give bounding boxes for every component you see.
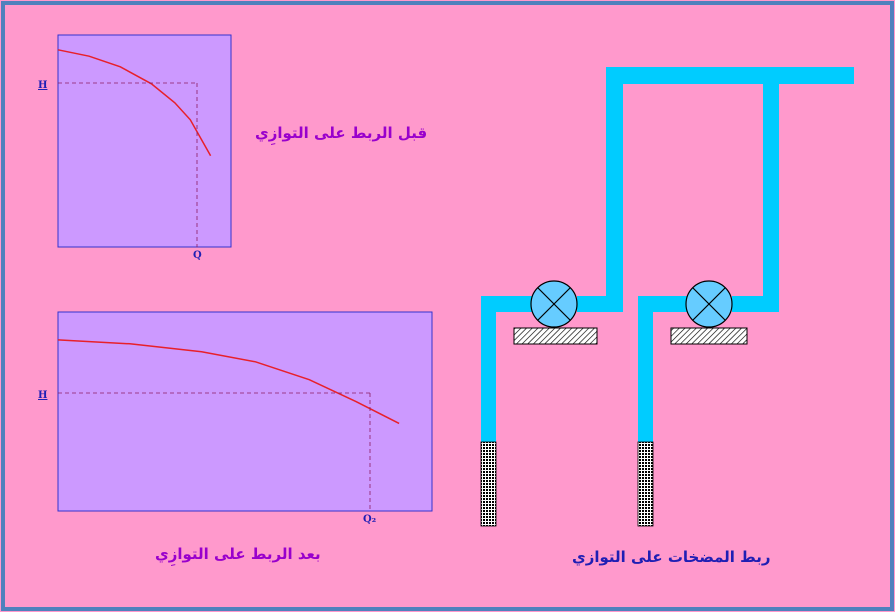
caption-pumps-parallel: ربط المضخات على التوازي (572, 548, 771, 566)
caption-before-parallel: قبل الربط على التوازِي (255, 124, 428, 142)
chart-before-h-label: H (38, 80, 47, 91)
header-pipe (606, 67, 854, 84)
chart-after-q-label: Q₂ (363, 514, 376, 525)
strainer-2 (637, 441, 654, 527)
chart-after: H Q₂ (38, 311, 433, 525)
suction-pipe-2 (638, 296, 653, 442)
chart-after-curve (57, 339, 400, 425)
pump-2-cross-b (692, 287, 726, 321)
pump-1-cross-b (537, 287, 571, 321)
chart-before-q-label: Q (193, 250, 202, 261)
riser-pipe-1 (606, 67, 623, 312)
pump-1-outlet-pipe (577, 296, 623, 312)
pump-1-base (513, 327, 598, 345)
strainer-1 (480, 441, 497, 527)
chart-before-curve (57, 49, 212, 157)
pump-system (480, 67, 854, 527)
pump-2-outlet-pipe (732, 296, 779, 312)
suction-pipe-1 (481, 296, 496, 442)
chart-after-h-label: H (38, 390, 47, 401)
chart-before: H Q (38, 34, 232, 261)
riser-pipe-2 (763, 84, 779, 312)
caption-after-parallel: بعد الربط على التوازِي (155, 545, 321, 563)
pump-2-base (670, 327, 748, 345)
chart-before-plot-area (57, 34, 232, 248)
